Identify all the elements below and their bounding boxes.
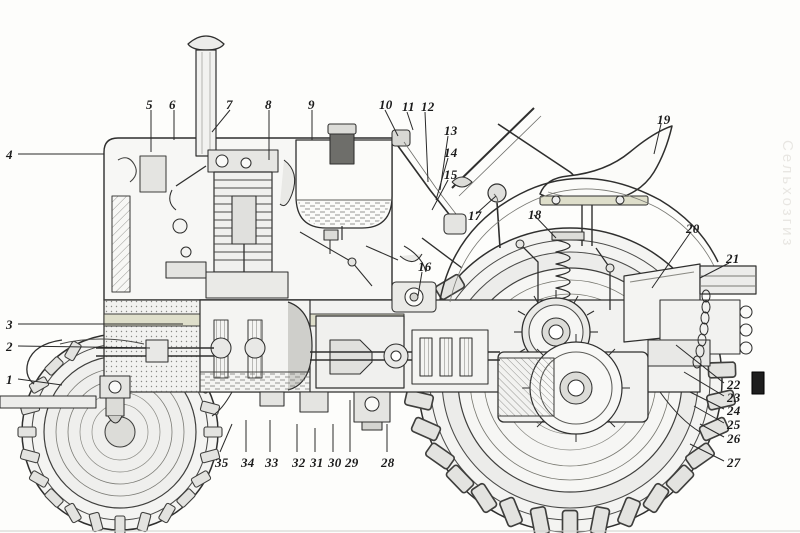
callout-29: 29 (345, 455, 359, 470)
callout-33: 33 (265, 455, 279, 470)
page-watermark: Сельхозгиз (779, 140, 796, 249)
leader-line-18 (533, 214, 557, 239)
callout-26: 26 (727, 431, 741, 446)
callout-23: 23 (727, 390, 741, 405)
leader-line-1 (17, 378, 63, 386)
callout-7: 7 (226, 97, 233, 112)
callout-34: 34 (241, 455, 255, 470)
callout-21: 21 (726, 251, 740, 266)
callout-32: 32 (292, 455, 306, 470)
leader-line-22 (675, 344, 725, 384)
callout-28: 28 (381, 455, 395, 470)
leader-line-25 (693, 405, 725, 424)
leader-line-23 (683, 371, 725, 397)
transmission-section (199, 299, 500, 431)
control-linkage (299, 229, 437, 313)
hitch-drawbar (647, 265, 765, 433)
leader-line-35 (219, 423, 233, 453)
leader-line-12 (424, 111, 429, 183)
callout-4: 4 (6, 147, 13, 162)
callout-27: 27 (727, 455, 741, 470)
leader-line-10 (384, 109, 399, 137)
callout-8: 8 (265, 97, 272, 112)
callout-17: 17 (468, 208, 482, 223)
exhaust-stack (187, 35, 225, 157)
callout-13: 13 (444, 123, 458, 138)
callout-25: 25 (727, 417, 741, 432)
leader-line-20 (651, 232, 691, 289)
leader-line-2 (17, 345, 151, 349)
engine-block (165, 149, 296, 299)
gearshift-lever (487, 183, 507, 249)
leader-line-27 (689, 443, 725, 462)
callout-1: 1 (6, 372, 13, 387)
leader-line-19 (653, 123, 662, 155)
callout-2: 2 (6, 339, 13, 354)
callout-15: 15 (444, 167, 458, 182)
leader-line-26 (699, 423, 725, 438)
fuel-tank (295, 123, 393, 240)
callout-11: 11 (402, 99, 415, 114)
leader-line-16 (417, 271, 423, 297)
callout-24: 24 (727, 403, 741, 418)
leader-line-15 (431, 179, 449, 211)
final-drive-sprocket (497, 334, 649, 442)
callout-14: 14 (444, 145, 458, 160)
callout-16: 16 (418, 259, 432, 274)
callout-10: 10 (379, 97, 393, 112)
leader-line-21 (699, 262, 730, 279)
callout-19: 19 (657, 112, 671, 127)
hitch-chain (692, 289, 711, 369)
leader-line-24 (689, 391, 725, 410)
leader-line-14 (435, 157, 449, 201)
leader-line-17 (475, 195, 497, 215)
front-axle (0, 338, 214, 424)
callout-5: 5 (146, 97, 153, 112)
callout-6: 6 (169, 97, 176, 112)
callout-30: 30 (328, 455, 342, 470)
leader-line-7 (211, 109, 231, 133)
callout-35: 35 (215, 455, 229, 470)
callout-22: 22 (727, 377, 741, 392)
callout-31: 31 (310, 455, 324, 470)
callout-20: 20 (686, 221, 700, 236)
callout-18: 18 (528, 207, 542, 222)
callout-12: 12 (421, 99, 435, 114)
callout-3: 3 (6, 317, 13, 332)
leader-line-11 (406, 111, 414, 131)
callout-9: 9 (308, 97, 315, 112)
